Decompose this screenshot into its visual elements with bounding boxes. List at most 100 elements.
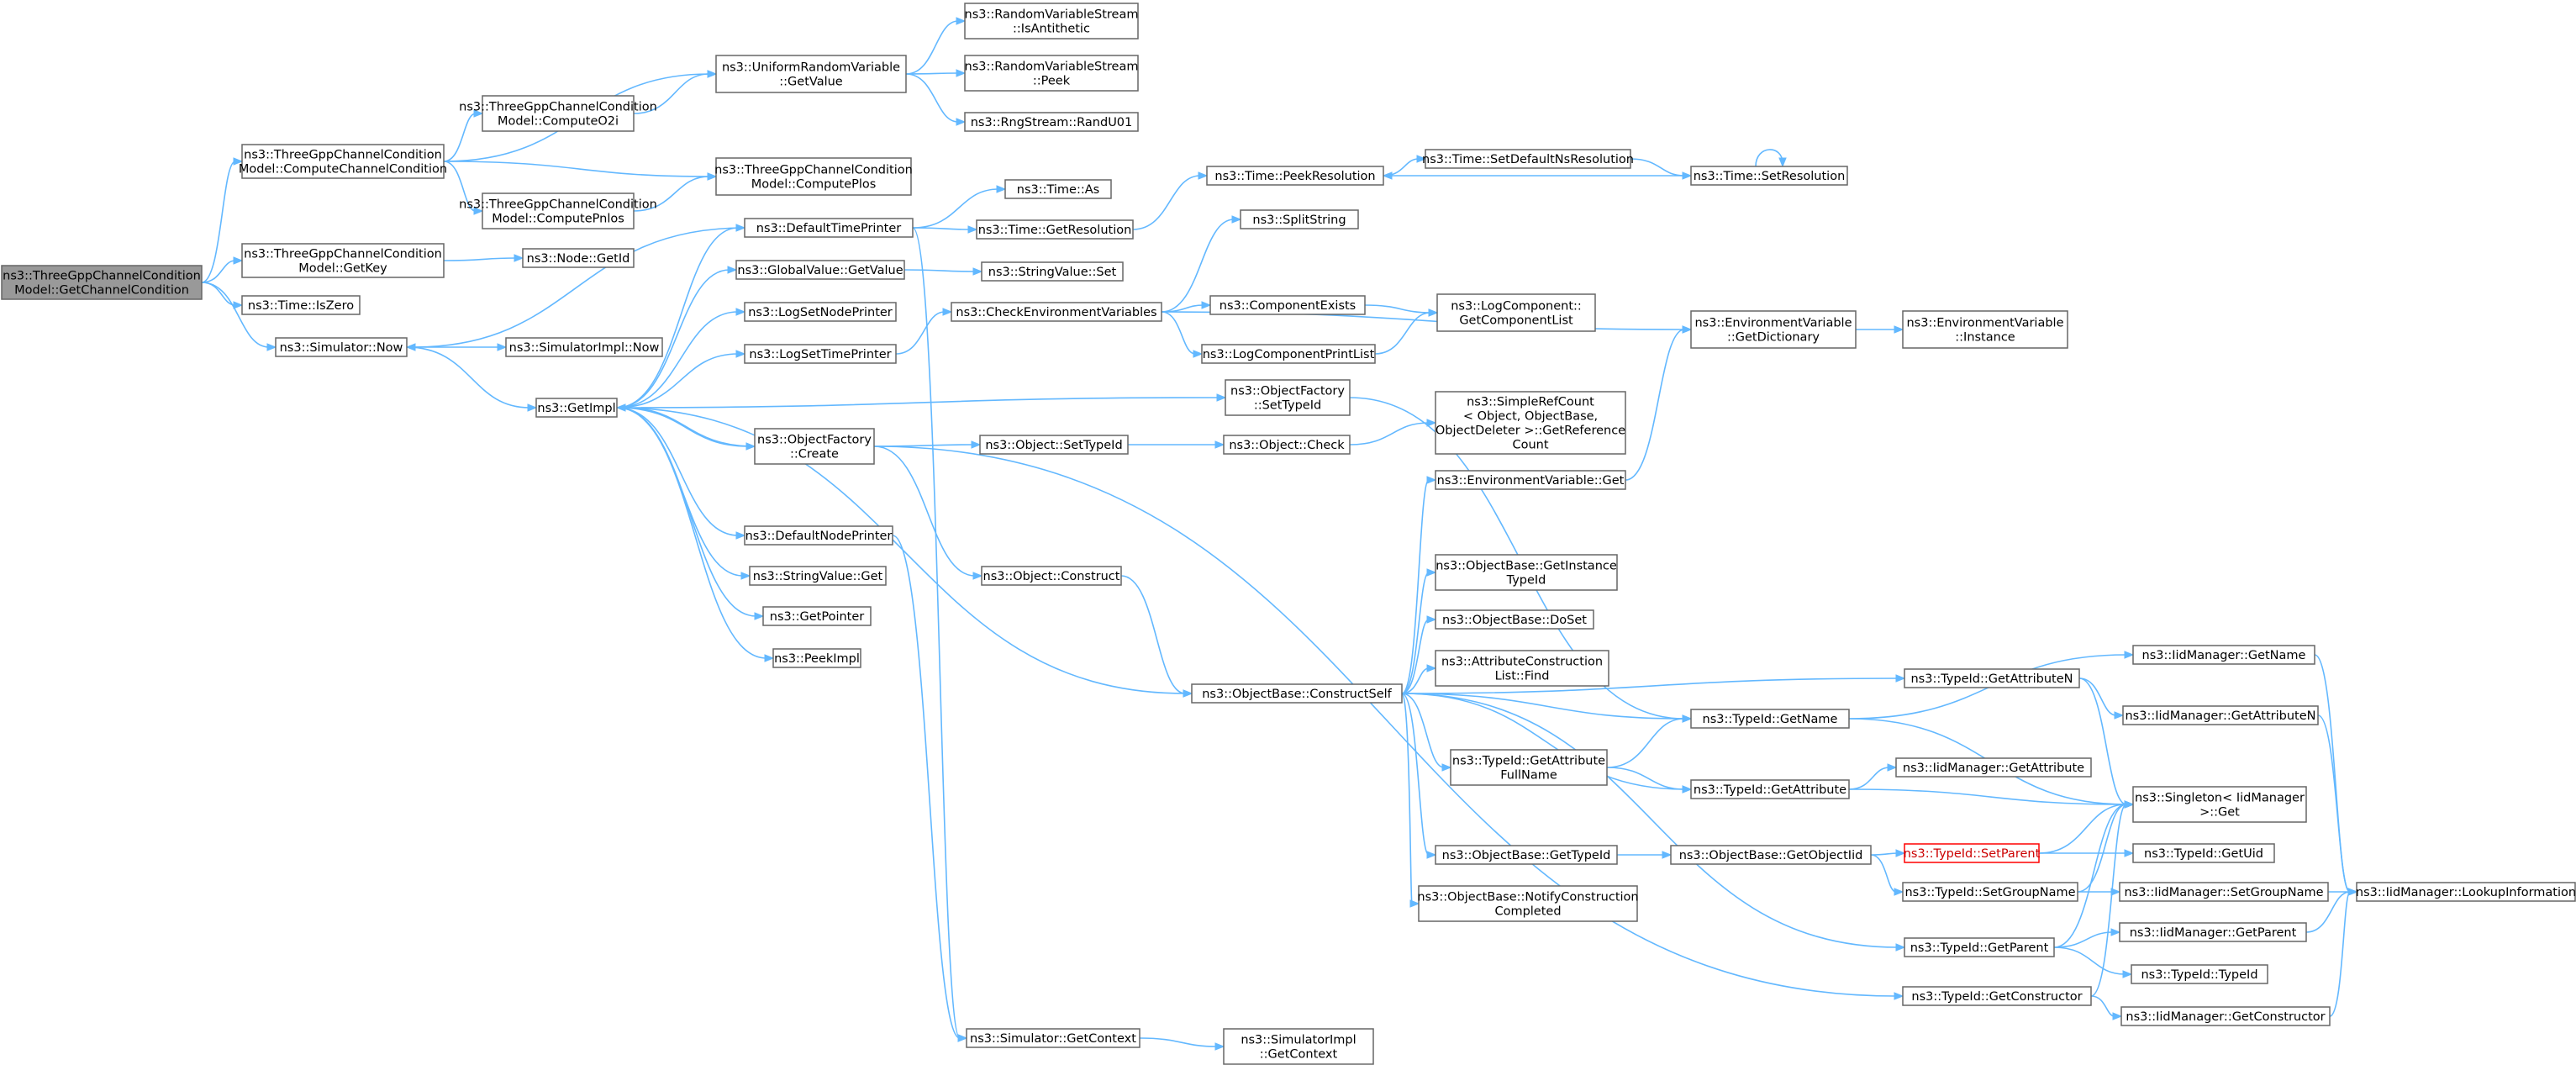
node-ofcreate[interactable]: ns3::ObjectFactory::Create (754, 428, 875, 465)
node-box[interactable] (2131, 964, 2268, 984)
node-box[interactable] (2120, 1006, 2331, 1026)
node-box[interactable] (482, 192, 635, 229)
node-rand[interactable]: ns3::RngStream::RandU01 (964, 112, 1139, 132)
node-svset[interactable]: ns3::StringValue::Set (981, 261, 1124, 282)
node-box[interactable] (1425, 149, 1631, 169)
node-urv[interactable]: ns3::UniformRandomVariable::GetValue (715, 55, 907, 93)
node-box[interactable] (1, 265, 203, 300)
node-box[interactable] (2122, 705, 2319, 725)
node-box[interactable] (1436, 293, 1596, 332)
node-timeas[interactable]: ns3::Time::As (1004, 179, 1112, 199)
node-obncc[interactable]: ns3::ObjectBase::NotifyConstructionCompl… (1417, 885, 1639, 922)
node-tidsetgroup[interactable]: ns3::TypeId::SetGroupName (1902, 882, 2078, 902)
node-box[interactable] (981, 261, 1124, 282)
node-iidsetgroup[interactable]: ns3::IidManager::SetGroupName (2119, 882, 2329, 902)
node-box[interactable] (522, 248, 635, 268)
node-svget[interactable]: ns3::StringValue::Get (749, 566, 887, 586)
node-singleton[interactable]: ns3::Singleton< IidManager>::Get (2132, 786, 2307, 823)
node-box[interactable] (1904, 937, 2055, 957)
node-obcs[interactable]: ns3::ObjectBase::ConstructSelf (1191, 683, 1403, 704)
node-tidgetuid[interactable]: ns3::TypeId::GetUid (2132, 843, 2275, 863)
node-box[interactable] (1209, 295, 1366, 315)
node-box[interactable] (979, 435, 1129, 455)
node-box[interactable] (1902, 986, 2092, 1006)
node-box[interactable] (1418, 885, 1638, 922)
node-peek[interactable]: ns3::RandomVariableStream::Peek (964, 55, 1139, 92)
node-box[interactable] (2119, 882, 2329, 902)
node-evget[interactable]: ns3::EnvironmentVariable::Get (1435, 470, 1626, 490)
node-box[interactable] (744, 302, 897, 322)
node-box[interactable] (964, 55, 1139, 92)
node-box[interactable] (241, 295, 361, 315)
node-box[interactable] (966, 1028, 1140, 1048)
node-tidgetctor[interactable]: ns3::TypeId::GetConstructor (1902, 986, 2092, 1006)
node-box[interactable] (241, 243, 445, 278)
node-box[interactable] (1435, 650, 1609, 687)
node-objsettid[interactable]: ns3::Object::SetTypeId (979, 435, 1129, 455)
node-lcgcl[interactable]: ns3::LogComponent::GetComponentList (1436, 293, 1596, 332)
node-obgtid[interactable]: ns3::ObjectBase::GetTypeId (1435, 845, 1618, 865)
node-iidgetname[interactable]: ns3::IidManager::GetName (2132, 645, 2315, 665)
node-box[interactable] (964, 3, 1139, 40)
node-simimplgetctx[interactable]: ns3::SimulatorImpl::GetContext (1223, 1028, 1374, 1065)
node-obgoi[interactable]: ns3::ObjectBase::GetObjectIid (1670, 845, 1872, 865)
node-box[interactable] (744, 525, 893, 546)
node-box[interactable] (1240, 209, 1359, 229)
node-iidgetattrn[interactable]: ns3::IidManager::GetAttributeN (2122, 705, 2319, 725)
node-getimpl[interactable]: ns3::GetImpl (535, 398, 618, 418)
node-box[interactable] (1690, 166, 1848, 186)
node-box[interactable] (1435, 609, 1594, 630)
node-box[interactable] (1904, 668, 2080, 688)
node-getkey[interactable]: ns3::ThreeGppChannelConditionModel::GetK… (241, 243, 445, 278)
node-box[interactable] (964, 112, 1139, 132)
node-box[interactable] (772, 648, 861, 668)
node-box[interactable] (1450, 749, 1608, 786)
node-box[interactable] (1435, 845, 1618, 865)
node-setres[interactable]: ns3::Time::SetResolution (1690, 166, 1848, 186)
node-tidgetattrn[interactable]: ns3::TypeId::GetAttributeN (1904, 668, 2080, 688)
node-box[interactable] (1690, 709, 1850, 729)
node-box[interactable] (1201, 344, 1376, 364)
node-iidlookup[interactable]: ns3::IidManager::LookupInformation (2356, 882, 2576, 902)
node-tidgetparent[interactable]: ns3::TypeId::GetParent (1904, 937, 2055, 957)
node-iidgetparent[interactable]: ns3::IidManager::GetParent (2119, 922, 2307, 942)
node-simimplnow[interactable]: ns3::SimulatorImpl::Now (505, 337, 663, 357)
node-box[interactable] (1223, 435, 1351, 455)
node-box[interactable] (715, 157, 912, 196)
node-box[interactable] (1895, 757, 2092, 778)
node-iszero[interactable]: ns3::Time::IsZero (241, 295, 361, 315)
node-cc[interactable]: ns3::ThreeGppChannelConditionModel::Comp… (239, 144, 447, 179)
node-box[interactable] (1435, 470, 1626, 490)
node-box[interactable] (735, 260, 905, 280)
node-setdefres[interactable]: ns3::Time::SetDefaultNsResolution (1422, 149, 1634, 169)
node-peekimpl[interactable]: ns3::PeekImpl (772, 648, 861, 668)
node-tidgetattr[interactable]: ns3::TypeId::GetAttribute (1690, 779, 1850, 799)
node-box[interactable] (535, 398, 618, 418)
node-box[interactable] (1435, 391, 1626, 455)
node-box[interactable] (1904, 843, 2040, 863)
node-root[interactable]: ns3::ThreeGppChannelConditionModel::GetC… (1, 265, 203, 300)
node-box[interactable] (2132, 645, 2315, 665)
node-objcheck[interactable]: ns3::Object::Check (1223, 435, 1351, 455)
node-box[interactable] (2356, 882, 2576, 902)
node-gvget[interactable]: ns3::GlobalValue::GetValue (735, 260, 905, 280)
node-box[interactable] (762, 606, 872, 626)
node-lsnp[interactable]: ns3::LogSetNodePrinter (744, 302, 897, 322)
node-getres[interactable]: ns3::Time::GetResolution (976, 219, 1134, 240)
node-box[interactable] (951, 302, 1162, 322)
node-box[interactable] (1690, 310, 1857, 349)
node-obdoset[interactable]: ns3::ObjectBase::DoSet (1435, 609, 1594, 630)
node-peekres[interactable]: ns3::Time::PeekResolution (1206, 166, 1384, 186)
node-box[interactable] (275, 337, 408, 357)
node-tidtid[interactable]: ns3::TypeId::TypeId (2131, 964, 2268, 984)
node-evinst[interactable]: ns3::EnvironmentVariable::Instance (1902, 310, 2068, 349)
node-getptr[interactable]: ns3::GetPointer (762, 606, 872, 626)
node-box[interactable] (2132, 843, 2275, 863)
node-dtp[interactable]: ns3::DefaultTimePrinter (744, 218, 914, 238)
node-dnp[interactable]: ns3::DefaultNodePrinter (744, 525, 893, 546)
node-box[interactable] (1902, 882, 2078, 902)
node-evgetdict[interactable]: ns3::EnvironmentVariable::GetDictionary (1690, 310, 1857, 349)
node-box[interactable] (744, 218, 914, 238)
